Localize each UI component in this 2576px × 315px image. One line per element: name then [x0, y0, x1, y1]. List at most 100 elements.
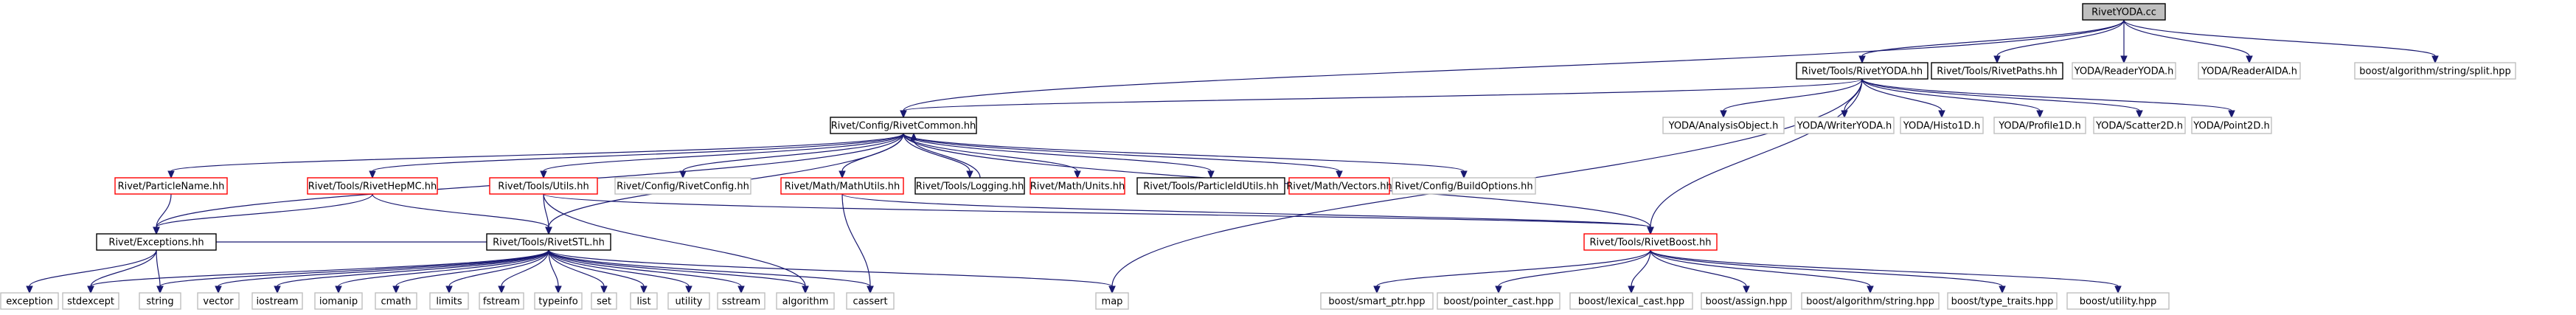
node-box: [1095, 292, 1129, 310]
node-tools-rivetyoda-hh[interactable]: Rivet/Tools/RivetYODA.hh: [1796, 62, 1928, 80]
node-label: utility: [676, 297, 703, 308]
node-box: [1993, 117, 2086, 134]
node-box: [830, 117, 977, 134]
node-boost-utility-hpp: boost/utility.hpp: [2066, 292, 2170, 310]
node-box: [1569, 292, 1693, 310]
node-label: Rivet/Math/Vectors.hh: [1286, 181, 1392, 193]
node-boost-split-hpp: boost/algorithm/string/split.hpp: [2354, 62, 2516, 80]
node-rivetyoda-cc[interactable]: RivetYODA.cc: [2082, 3, 2166, 21]
dependency-edge: [1495, 249, 1651, 294]
node-label: YODA/ReaderYODA.h: [2074, 66, 2174, 77]
node-label: boost/algorithm/string.hpp: [1806, 297, 1934, 308]
node-box: [2072, 62, 2176, 80]
node-label: Rivet/Tools/RivetPaths.hh: [1937, 66, 2058, 77]
node-label: boost/utility.hpp: [2080, 297, 2156, 308]
dependency-edge: [87, 249, 549, 294]
node-boost-smart-ptr-hpp: boost/smart_ptr.hpp: [1320, 292, 1434, 310]
node-boost-pointer-cast-hpp: boost/pointer_cast.hpp: [1437, 292, 1560, 310]
node-label: Rivet/Config/BuildOptions.hh: [1395, 181, 1532, 193]
node-label: cassert: [853, 297, 887, 308]
node-label: YODA/Profile1D.h: [1998, 121, 2081, 132]
node-box: [2354, 62, 2516, 80]
node-box: [534, 292, 583, 310]
node-label: boost/assign.hpp: [1706, 297, 1788, 308]
node-label: typeinfo: [538, 297, 577, 308]
node-tools-rivetpaths-hh[interactable]: Rivet/Tools/RivetPaths.hh: [1931, 62, 2063, 80]
node-label: YODA/AnalysisObject.h: [1668, 121, 1779, 132]
dependency-edge: [1373, 249, 1651, 294]
node-string: string: [139, 292, 181, 310]
node-exceptions-hh[interactable]: Rivet/Exceptions.hh: [96, 233, 217, 251]
node-limits: limits: [429, 292, 469, 310]
dependency-edge: [540, 133, 904, 179]
node-label: Rivet/ParticleName.hh: [118, 181, 225, 193]
node-box: [1288, 177, 1390, 195]
dependency-edge: [167, 133, 904, 179]
node-label: YODA/Scatter2D.h: [2095, 121, 2183, 132]
dependency-edge: [1861, 78, 2235, 119]
node-label: YODA/Point2D.h: [2193, 121, 2269, 132]
node-config-buildoptions-hh: Rivet/Config/BuildOptions.hh: [1392, 177, 1536, 195]
dependency-edge: [548, 249, 608, 294]
node-math-units-hh[interactable]: Rivet/Math/Units.hh: [1030, 177, 1125, 195]
node-boost-lexical-cast-hpp: boost/lexical_cast.hpp: [1569, 292, 1693, 310]
node-label: sstream: [722, 297, 760, 308]
node-label: list: [636, 297, 650, 308]
node-box: [1947, 292, 2058, 310]
node-box: [780, 177, 904, 195]
dependency-edge: [1858, 19, 2125, 64]
dependency-edge: [26, 249, 157, 294]
node-label: cmath: [381, 297, 411, 308]
node-box: [1437, 292, 1560, 310]
node-tools-utils-hh[interactable]: Rivet/Tools/Utils.hh: [489, 177, 598, 195]
node-tools-particleidutils-hh[interactable]: Rivet/Tools/ParticleIdUtils.hh: [1136, 177, 1285, 195]
node-yoda-histo1d-h: YODA/Histo1D.h: [1900, 117, 1984, 134]
node-label: Rivet/Tools/RivetYODA.hh: [1802, 66, 1923, 77]
node-iomanip: iomanip: [314, 292, 363, 310]
node-config-rivetcommon-hh[interactable]: Rivet/Config/RivetCommon.hh: [830, 117, 977, 134]
node-label: map: [1102, 297, 1123, 308]
node-label: Rivet/Math/MathUtils.hh: [785, 181, 900, 193]
node-box: [1583, 233, 1718, 251]
node-box: [62, 292, 119, 310]
node-label: Rivet/Exceptions.hh: [108, 238, 204, 249]
node-tools-logging-hh[interactable]: Rivet/Tools/Logging.hh: [914, 177, 1025, 195]
node-box: [1136, 177, 1285, 195]
dependency-edge: [1650, 249, 2006, 294]
node-box: [1662, 117, 1785, 134]
dependency-edge: [1650, 249, 1750, 294]
dependency-edge: [1861, 78, 1945, 119]
node-tools-rivethepmc-hh[interactable]: Rivet/Tools/RivetHepMC.hh: [307, 177, 438, 195]
node-label: algorithm: [782, 297, 829, 308]
node-label: iomanip: [319, 297, 358, 308]
dependency-edge: [903, 133, 1215, 179]
node-label: boost/type_traits.hpp: [1951, 297, 2054, 308]
node-label: YODA/Histo1D.h: [1903, 121, 1980, 132]
node-label: vector: [203, 297, 234, 308]
node-label: boost/lexical_cast.hpp: [1578, 297, 1684, 308]
node-box: [489, 177, 598, 195]
node-list: list: [630, 292, 658, 310]
dependency-edge: [903, 133, 1343, 179]
dependency-edge: [543, 193, 1654, 235]
node-label: Rivet/Tools/RivetSTL.hh: [493, 238, 605, 249]
node-label: boost/smart_ptr.hpp: [1328, 297, 1425, 308]
node-box: [2093, 117, 2186, 134]
node-yoda-point2d-h: YODA/Point2D.h: [2191, 117, 2272, 134]
dependency-edge: [841, 193, 1654, 235]
node-box: [486, 233, 611, 251]
node-tools-rivetstl-hh[interactable]: Rivet/Tools/RivetSTL.hh: [486, 233, 611, 251]
node-math-vectors-hh[interactable]: Rivet/Math/Vectors.hh: [1286, 177, 1392, 195]
node-box: [1796, 62, 1928, 80]
node-box: [630, 292, 658, 310]
node-math-mathutils-hh[interactable]: Rivet/Math/MathUtils.hh: [780, 177, 904, 195]
node-box: [139, 292, 181, 310]
node-label: boost/pointer_cast.hpp: [1443, 297, 1553, 308]
node-label: exception: [6, 297, 53, 308]
node-stdexcept: stdexcept: [62, 292, 119, 310]
node-label: Rivet/Tools/RivetHepMC.hh: [308, 181, 437, 193]
node-sstream: sstream: [717, 292, 765, 310]
node-particlename-hh[interactable]: Rivet/ParticleName.hh: [114, 177, 228, 195]
node-tools-rivetboost-hh[interactable]: Rivet/Tools/RivetBoost.hh: [1583, 233, 1718, 251]
